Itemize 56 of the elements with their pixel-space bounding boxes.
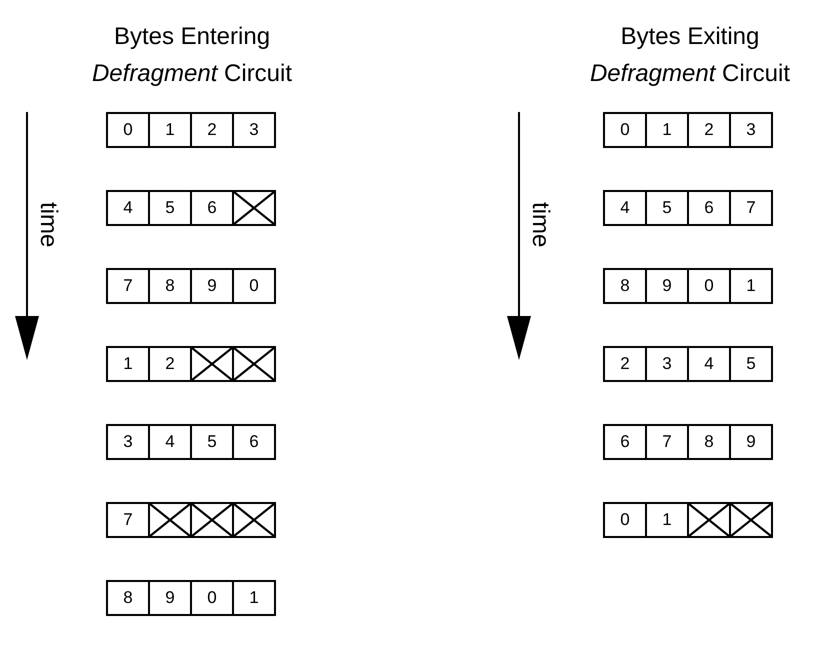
byte-cell: 1 <box>645 112 689 148</box>
byte-cell: 0 <box>603 112 647 148</box>
byte-cell: 4 <box>603 190 647 226</box>
byte-cell: 7 <box>106 268 150 304</box>
byte-cell: 1 <box>645 502 689 538</box>
byte-cell: 9 <box>190 268 234 304</box>
byte-cell: 9 <box>148 580 192 616</box>
byte-cell: 5 <box>148 190 192 226</box>
byte-cell: 7 <box>106 502 150 538</box>
byte-cell: 1 <box>232 580 276 616</box>
byte-cell: 8 <box>603 268 647 304</box>
byte-cell: 9 <box>729 424 773 460</box>
byte-cell: 5 <box>190 424 234 460</box>
byte-cell: 4 <box>148 424 192 460</box>
crossed-out-cell <box>232 190 276 226</box>
axis-label: time <box>528 202 552 248</box>
byte-cell: 4 <box>106 190 150 226</box>
crossed-out-cell <box>232 502 276 538</box>
byte-cell: 8 <box>687 424 731 460</box>
crossed-out-cell <box>190 502 234 538</box>
byte-cell: 2 <box>148 346 192 382</box>
byte-cell: 7 <box>645 424 689 460</box>
crossed-out-cell <box>729 502 773 538</box>
byte-cell: 6 <box>603 424 647 460</box>
byte-cell: 0 <box>687 268 731 304</box>
byte-cell: 8 <box>148 268 192 304</box>
byte-cell: 2 <box>190 112 234 148</box>
byte-cell: 2 <box>687 112 731 148</box>
byte-cell: 8 <box>106 580 150 616</box>
byte-cell: 0 <box>603 502 647 538</box>
crossed-out-cell <box>190 346 234 382</box>
byte-cell: 5 <box>729 346 773 382</box>
byte-cell: 1 <box>148 112 192 148</box>
byte-cell: 4 <box>687 346 731 382</box>
byte-cell: 2 <box>603 346 647 382</box>
byte-cell: 6 <box>190 190 234 226</box>
byte-cell: 9 <box>645 268 689 304</box>
byte-cell: 5 <box>645 190 689 226</box>
byte-cell: 0 <box>106 112 150 148</box>
byte-cell: 0 <box>232 268 276 304</box>
byte-cell: 0 <box>190 580 234 616</box>
crossed-out-cell <box>687 502 731 538</box>
byte-cell: 1 <box>729 268 773 304</box>
byte-cell: 3 <box>645 346 689 382</box>
byte-cell: 1 <box>106 346 150 382</box>
crossed-out-cell <box>148 502 192 538</box>
byte-cell: 6 <box>232 424 276 460</box>
column-heading: Bytes Exiting Defragment Circuit <box>588 22 792 89</box>
crossed-out-cell <box>232 346 276 382</box>
column-heading: Bytes Entering Defragment Circuit <box>90 22 294 89</box>
byte-cell: 3 <box>232 112 276 148</box>
byte-cell: 6 <box>687 190 731 226</box>
byte-cell: 3 <box>729 112 773 148</box>
byte-cell: 3 <box>106 424 150 460</box>
axis-label: time <box>36 202 60 248</box>
byte-cell: 7 <box>729 190 773 226</box>
